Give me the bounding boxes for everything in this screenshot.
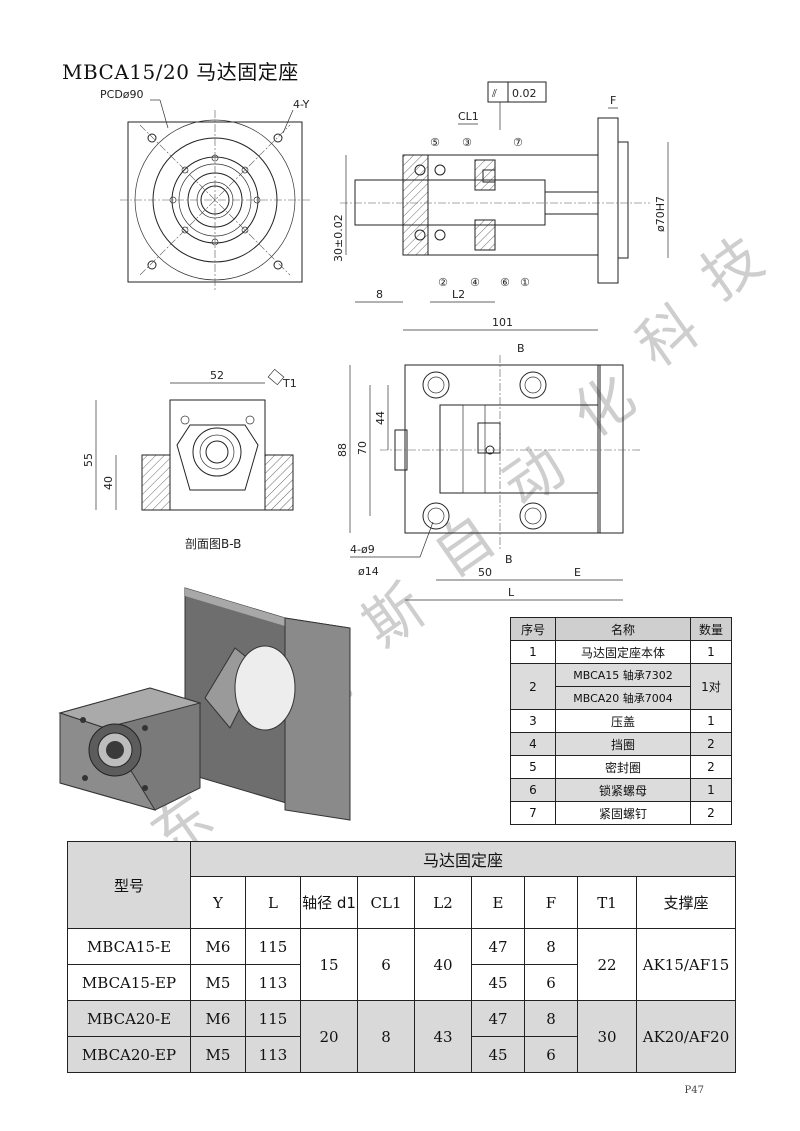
- dim-40: 40: [102, 476, 115, 490]
- col-header: L: [245, 876, 301, 929]
- tolerance-value: 0.02: [512, 87, 537, 100]
- table-row: MBCA20-E M6 115 20 8 43 47 8 30 AK20/AF2…: [67, 1000, 736, 1073]
- header-name: 名称: [555, 617, 691, 641]
- dim-e: E: [574, 566, 581, 579]
- table-row: MBCA20-EP M5 113 45 6: [67, 1036, 736, 1073]
- technical-drawing: PCDø90 4-Y ⫽ 0.02 F CL1 30±0.02 ø70H7: [82, 81, 669, 601]
- f-label: F: [610, 94, 616, 107]
- top-view: B B 88 70 44 4-ø9 ø14 50 E L: [336, 342, 640, 601]
- col-header: 轴径 d1: [300, 876, 358, 929]
- table-row: 2 MBCA15 轴承7302 1对: [510, 663, 732, 710]
- spec-table: 型号 马达固定座 Y L 轴径 d1 CL1 L2 E F T1 支撑座 MBC…: [67, 841, 736, 1073]
- front-view: PCDø90 4-Y: [100, 88, 310, 290]
- dim-88: 88: [336, 443, 349, 457]
- col-header: F: [524, 876, 578, 929]
- b-label-bottom: B: [505, 553, 513, 566]
- dim-44: 44: [374, 411, 387, 425]
- svg-text:⑤: ⑤: [430, 136, 440, 149]
- header-qty: 数量: [690, 617, 732, 641]
- side-section-view: ⫽ 0.02 F CL1 30±0.02 ø70H7 8 L2 101: [332, 81, 669, 331]
- table-row: MBCA15-EP M5 113 45 6: [67, 964, 736, 1001]
- dim-50: 50: [478, 566, 492, 579]
- dim-8: 8: [376, 288, 383, 301]
- b-label-top: B: [517, 342, 525, 355]
- dim-101: 101: [492, 316, 513, 329]
- dim-t1: T1: [282, 377, 297, 390]
- svg-text:④: ④: [470, 276, 480, 289]
- dim-l: L: [508, 586, 515, 599]
- cl1-label: CL1: [458, 110, 479, 123]
- col-header: Y: [190, 876, 246, 929]
- product-3d-render: [58, 587, 351, 821]
- section-label: 剖面图B-B: [185, 537, 241, 551]
- table-row: MBCA15-E M6 115 15 6 40 47 8 22 AK15/AF1…: [67, 928, 736, 1001]
- col-header: L2: [414, 876, 472, 929]
- svg-text:⫽: ⫽: [491, 87, 497, 100]
- svg-text:①: ①: [520, 276, 530, 289]
- dim-l2: L2: [452, 288, 465, 301]
- counterbore-label: ø14: [358, 565, 379, 578]
- header-no: 序号: [510, 617, 556, 641]
- col-header: 支撑座: [636, 876, 736, 929]
- group-header: 马达固定座: [190, 841, 736, 877]
- svg-text:⑥: ⑥: [500, 276, 510, 289]
- pcd-label: PCDø90: [100, 88, 144, 101]
- dim-70: 70: [356, 441, 369, 455]
- svg-text:②: ②: [438, 276, 448, 289]
- svg-text:⑦: ⑦: [513, 136, 523, 149]
- holes-top-label: 4-Y: [293, 98, 310, 111]
- page-title: MBCA15/20 马达固定座: [62, 60, 299, 84]
- col-header: CL1: [357, 876, 415, 929]
- col-header: E: [471, 876, 525, 929]
- dim-70h7: ø70H7: [654, 196, 667, 232]
- dim-52: 52: [210, 369, 224, 382]
- dim-55: 55: [82, 453, 95, 467]
- svg-text:③: ③: [462, 136, 472, 149]
- model-header: 型号: [67, 841, 191, 929]
- page-number: P47: [684, 1085, 704, 1096]
- table-row: MBCA20 轴承7004: [511, 686, 732, 710]
- section-bb-view: 52 T1 55 40 剖面图B-B: [82, 368, 297, 551]
- holes-bottom-label: 4-ø9: [350, 543, 375, 556]
- col-header: T1: [577, 876, 637, 929]
- dim-30: 30±0.02: [332, 214, 345, 262]
